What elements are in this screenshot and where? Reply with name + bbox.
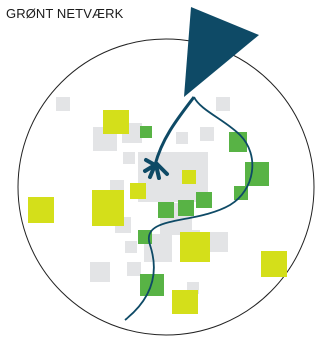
kite-tail <box>153 96 196 166</box>
lime-squares <box>28 110 287 314</box>
kite-string <box>124 96 254 321</box>
kite-icon <box>184 7 259 97</box>
kite-bow-branches <box>143 158 169 180</box>
green-squares <box>138 126 269 296</box>
figure-title: GRØNT NETVÆRK <box>6 6 124 21</box>
outer-circle <box>17 38 315 336</box>
